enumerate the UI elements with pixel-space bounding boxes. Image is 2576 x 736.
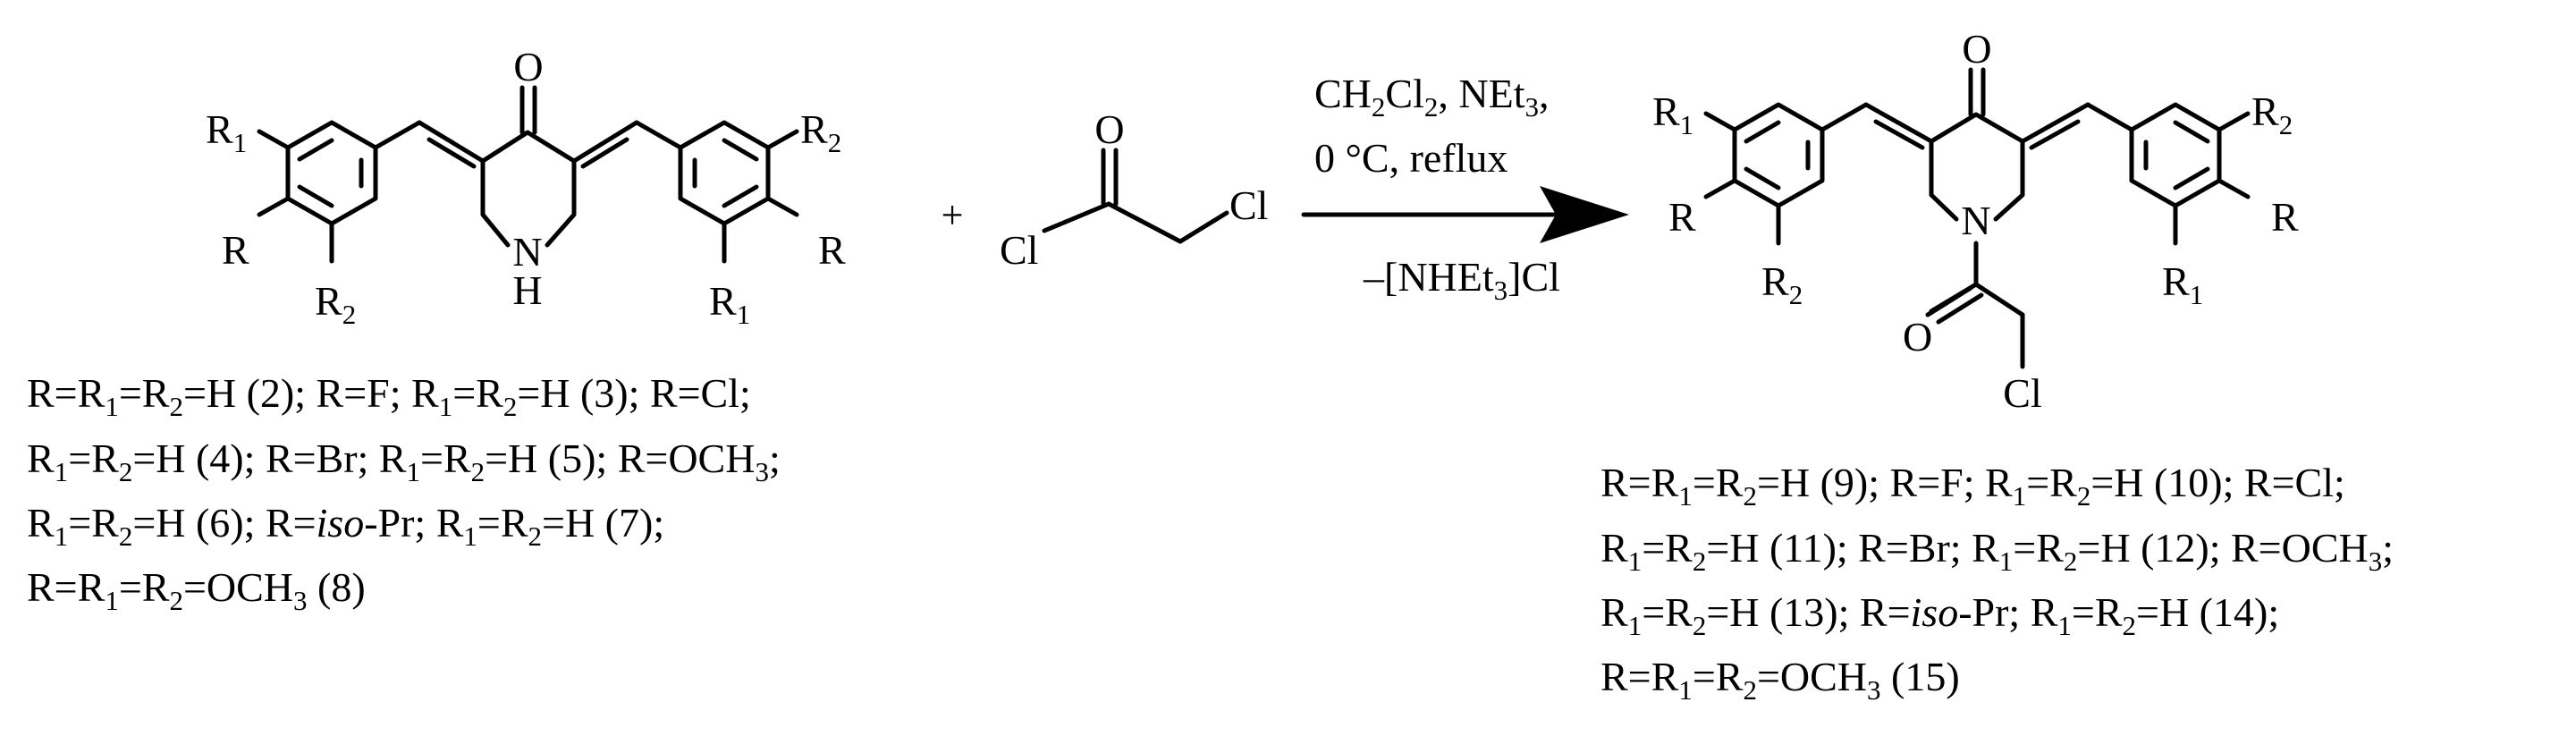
product-caption-4: R=R1=R2=OCH3 (15) (1600, 654, 1960, 706)
reactant-r1-left-label: R1 (206, 106, 247, 158)
product-chlorine-label: Cl (2003, 370, 2041, 416)
product-amide-oxygen-label: O (1903, 314, 1932, 360)
product-caption-3: R1=R2=H (13); R=iso-Pr; R1=R2=H (14); (1600, 589, 2279, 641)
reagent-oxygen-label: O (1094, 106, 1124, 152)
reactant-r2-left-label: R2 (315, 278, 356, 330)
plus-sign: + (942, 193, 964, 237)
reactant-r2-right-label: R2 (800, 106, 841, 158)
reactant-r-left-label: R (222, 227, 249, 273)
reagent-chloroacetyl-chloride: O Cl Cl (1000, 106, 1268, 273)
product-r-right-label: R (2271, 194, 2299, 240)
reactant-caption-4: R=R1=R2=OCH3 (8) (27, 564, 366, 616)
conditions-line-1: CH2Cl2, NEt3, (1314, 71, 1549, 123)
product-chloroacetyl-piperidinone: O N O Cl R1 R R2 R2 R R1 R=R1=R2=H (9); … (1600, 26, 2394, 706)
product-oxygen-label: O (1962, 26, 1991, 72)
reactant-r1-right-label: R1 (709, 278, 750, 330)
product-r2-right-label: R2 (2251, 89, 2293, 140)
product-r2-left-label: R2 (1761, 258, 1803, 310)
product-r1-right-label: R1 (2162, 258, 2203, 310)
reactant-piperidinone: O N H R1 R R2 R2 R R1 R=R1=R2=H (2); R=F… (27, 44, 846, 616)
conditions-line-3: –[NHEt3]Cl (1363, 254, 1560, 306)
reagent-bonds (1042, 148, 1229, 244)
product-caption-1: R=R1=R2=H (9); R=F; R1=R2=H (10); R=Cl; (1600, 460, 2345, 512)
product-r-left-label: R (1668, 194, 1696, 240)
reactant-oxygen-label: O (513, 44, 543, 89)
reagent-acyl-chlorine-label: Cl (1000, 227, 1038, 273)
reactant-caption-3: R1=R2=H (6); R=iso-Pr; R1=R2=H (7); (27, 500, 664, 552)
product-r1-left-label: R1 (1652, 89, 1693, 140)
reagent-alkyl-chlorine-label: Cl (1229, 182, 1268, 228)
reactant-r-right-label: R (818, 227, 846, 273)
product-nitrogen-label: N (1961, 198, 1990, 243)
reactant-nh-hydrogen-label: H (512, 267, 542, 313)
reactant-caption-2: R1=R2=H (4); R=Br; R1=R2=H (5); R=OCH3; (27, 436, 781, 487)
reactant-bonds (257, 85, 799, 264)
reactant-caption: R=R1=R2=H (2); R=F; R1=R2=H (3); R=Cl; (27, 370, 751, 422)
reaction-arrow (1301, 186, 1629, 243)
conditions-line-2: 0 °C, reflux (1314, 135, 1508, 181)
reactant-nitrogen-label: N (512, 229, 542, 275)
product-caption-2: R1=R2=H (11); R=Br; R1=R2=H (12); R=OCH3… (1600, 525, 2394, 577)
product-bonds (1703, 67, 2251, 369)
